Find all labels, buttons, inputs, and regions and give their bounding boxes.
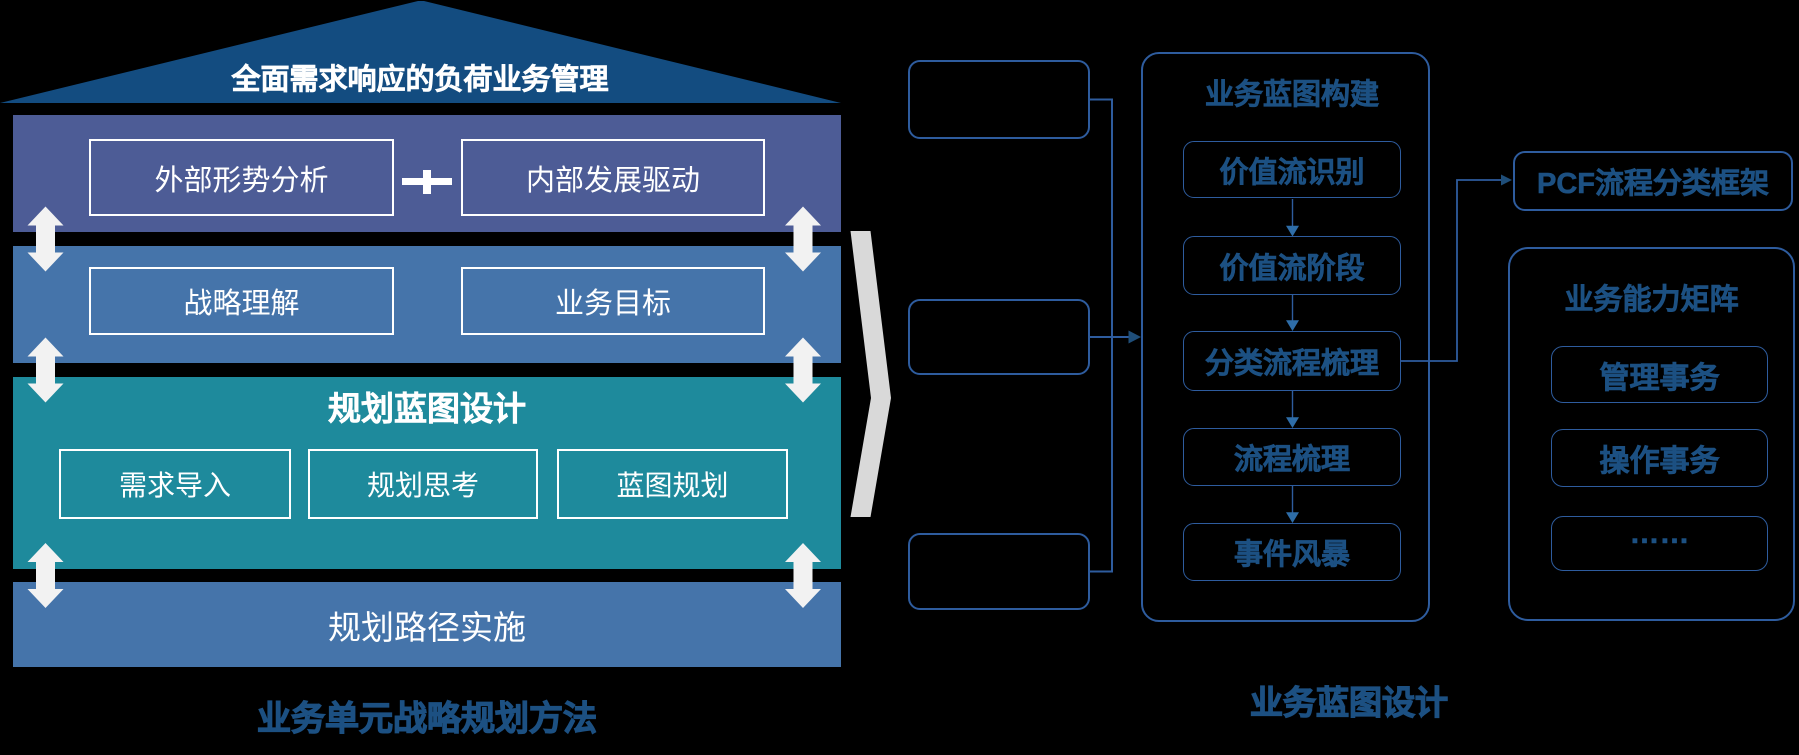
plus-vertical-bar xyxy=(423,169,431,194)
arrowhead-icon xyxy=(1286,417,1299,428)
management-affairs-box: 管理事务 xyxy=(1551,346,1768,403)
strategy-understanding-box: 战略理解 xyxy=(89,267,394,335)
connector-trunk-line xyxy=(1090,98,1113,573)
blueprint-band-title: 规划蓝图设计 xyxy=(328,390,527,428)
roof-title: 全面需求响应的负荷业务管理 xyxy=(231,64,609,97)
process-sorting-box: 流程梳理 xyxy=(1183,428,1401,486)
blueprint-construction-container xyxy=(1141,52,1430,622)
internal-drive-box: 内部发展驱动 xyxy=(461,139,765,216)
ellipsis-box: …… xyxy=(1551,516,1768,571)
external-analysis-box: 外部形势分析 xyxy=(89,139,394,216)
transition-brace-shape xyxy=(850,231,891,517)
right-diagram-caption: 业务蓝图设计 xyxy=(1249,683,1448,721)
pcf-framework-box: PCF流程分类框架 xyxy=(1513,151,1793,211)
implementation-band-label: 规划路径实施 xyxy=(328,608,526,646)
implementation-band xyxy=(13,582,841,667)
arrowhead-icon xyxy=(1128,330,1141,344)
capability-matrix-title: 业务能力矩阵 xyxy=(1564,284,1739,317)
demand-import-box: 需求导入 xyxy=(59,449,291,519)
blueprint-construction-title: 业务蓝图构建 xyxy=(1204,79,1380,112)
house-roof-shape xyxy=(0,1,841,103)
value-stream-identify-box: 价值流识别 xyxy=(1183,141,1401,198)
arrowhead-icon xyxy=(1501,174,1512,186)
input-placeholder-box-1 xyxy=(908,60,1090,139)
blueprint-band xyxy=(13,377,841,569)
plus-icon xyxy=(402,169,452,194)
operation-affairs-box: 操作事务 xyxy=(1551,429,1768,487)
input-placeholder-box-3 xyxy=(908,533,1090,610)
value-stream-stage-box: 价值流阶段 xyxy=(1183,236,1401,295)
ellipsis-label: …… xyxy=(1629,516,1690,550)
left-diagram-caption: 业务单元战略规划方法 xyxy=(256,699,597,738)
capability-matrix-container xyxy=(1508,247,1795,621)
blueprint-planning-box: 蓝图规划 xyxy=(557,449,788,519)
input-placeholder-box-2 xyxy=(908,299,1090,375)
classified-process-box: 分类流程梳理 xyxy=(1183,331,1401,391)
arrowhead-icon xyxy=(1286,320,1299,331)
strategy-band xyxy=(13,246,841,363)
business-goal-box: 业务目标 xyxy=(461,267,765,335)
planning-thinking-box: 规划思考 xyxy=(308,449,538,519)
event-storming-box: 事件风暴 xyxy=(1183,523,1401,581)
arrowhead-icon xyxy=(1286,512,1299,523)
arrowhead-icon xyxy=(1286,225,1299,237)
